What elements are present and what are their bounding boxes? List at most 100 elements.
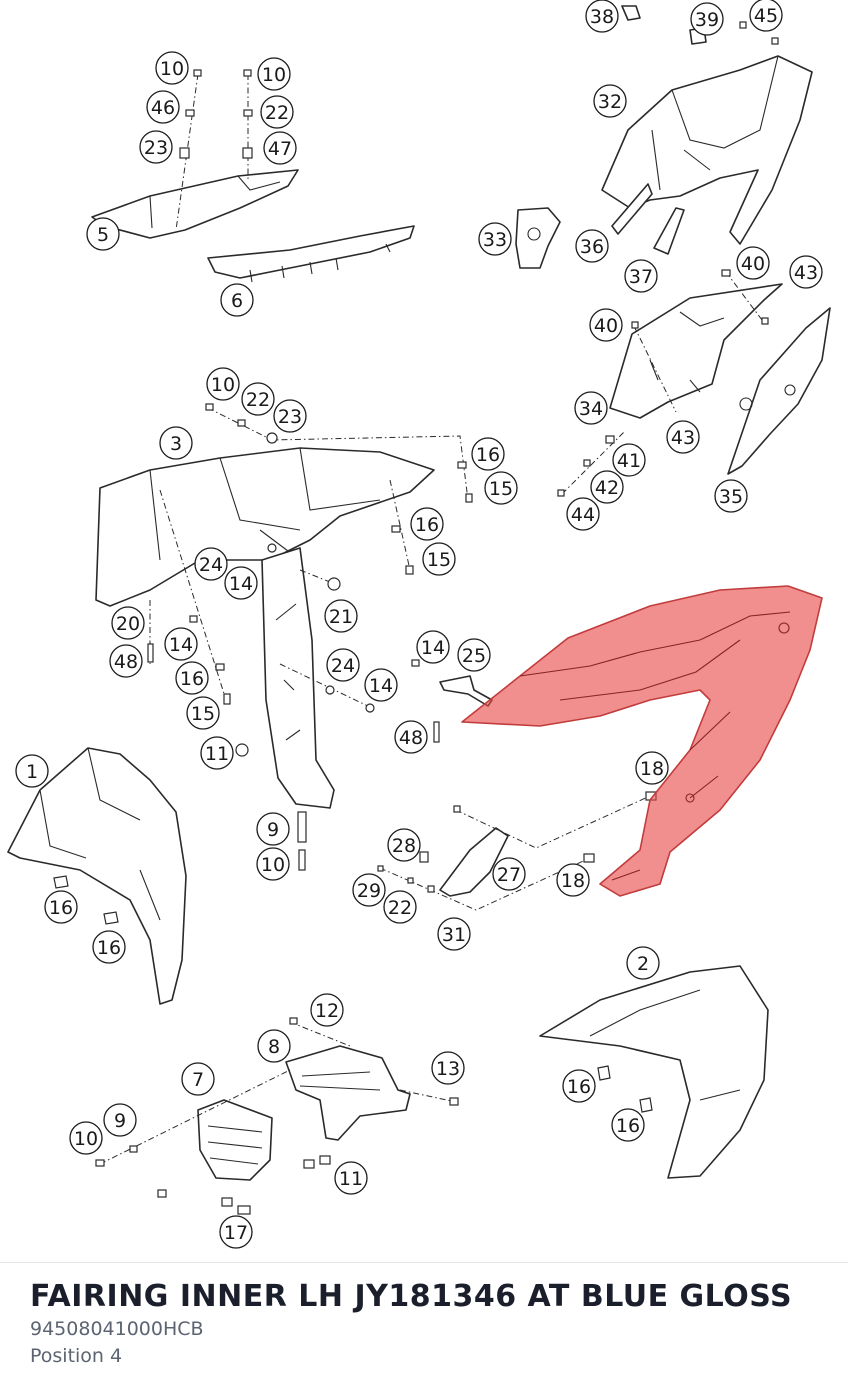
callout-16[interactable]: 16 [611,1108,645,1142]
part-37-strip[interactable] [653,207,685,255]
callout-label: 10 [261,854,285,876]
callout-14[interactable]: 14 [224,566,258,600]
part-32-tail[interactable] [601,55,813,245]
part-33-bracket[interactable] [515,207,561,269]
callout-label: 23 [144,137,168,159]
callout-circle [44,890,78,924]
callout-43[interactable]: 43 [789,255,823,289]
callout-22[interactable]: 22 [260,95,294,129]
part-8-bracket[interactable] [285,1045,411,1141]
callout-15[interactable]: 15 [186,696,220,730]
callout-32[interactable]: 32 [593,84,627,118]
callout-22[interactable]: 22 [241,382,275,416]
callout-40[interactable]: 40 [736,246,770,280]
callout-16[interactable]: 16 [562,1069,596,1103]
part-1-side-fairing[interactable] [7,747,187,1005]
callout-label: 8 [268,1036,280,1058]
callout-13[interactable]: 13 [431,1051,465,1085]
callout-33[interactable]: 33 [478,222,512,256]
callout-11[interactable]: 11 [334,1161,368,1195]
callout-27[interactable]: 27 [492,857,526,891]
callout-38[interactable]: 38 [585,0,619,33]
callout-16[interactable]: 16 [471,437,505,471]
callout-16[interactable]: 16 [92,930,126,964]
callout-3[interactable]: 3 [159,426,193,460]
callout-34[interactable]: 34 [574,391,608,425]
part-2-side-fairing[interactable] [539,965,769,1179]
callout-7[interactable]: 7 [181,1062,215,1096]
callout-18[interactable]: 18 [635,751,669,785]
callout-circle [789,255,823,289]
callout-16[interactable]: 16 [175,661,209,695]
part-7-grille[interactable] [197,1099,273,1181]
callout-circle [611,1108,645,1142]
callout-18[interactable]: 18 [556,863,590,897]
callout-12[interactable]: 12 [310,993,344,1027]
callout-35[interactable]: 35 [714,479,748,513]
part-3-upper-fairing[interactable] [95,447,435,607]
callout-2[interactable]: 2 [626,946,660,980]
callout-24[interactable]: 24 [326,648,360,682]
callout-label: 16 [49,897,73,919]
callout-41[interactable]: 41 [612,443,646,477]
part-25-bracket[interactable] [439,675,493,707]
callout-15[interactable]: 15 [484,471,518,505]
part-36-strip[interactable] [611,183,653,235]
callout-46[interactable]: 46 [146,90,180,124]
part-3-lower-fairing[interactable] [261,547,335,809]
callout-40[interactable]: 40 [589,308,623,342]
callout-39[interactable]: 39 [690,2,724,36]
callout-14[interactable]: 14 [416,630,450,664]
callout-10[interactable]: 10 [257,57,291,91]
callout-6[interactable]: 6 [220,283,254,317]
callout-14[interactable]: 14 [364,668,398,702]
callout-36[interactable]: 36 [575,229,609,263]
callout-28[interactable]: 28 [387,828,421,862]
callout-10[interactable]: 10 [256,847,290,881]
callout-9[interactable]: 9 [256,812,290,846]
callout-25[interactable]: 25 [457,638,491,672]
callout-24[interactable]: 24 [194,547,228,581]
callout-label: 16 [476,444,500,466]
callout-29[interactable]: 29 [352,873,386,907]
callout-45[interactable]: 45 [749,0,783,32]
callout-16[interactable]: 16 [410,507,444,541]
part-27-bracket[interactable] [439,827,509,897]
callout-10[interactable]: 10 [69,1121,103,1155]
callout-circle [220,283,254,317]
callout-22[interactable]: 22 [383,890,417,924]
callout-11[interactable]: 11 [200,736,234,770]
callout-21[interactable]: 21 [324,599,358,633]
callout-16[interactable]: 16 [44,890,78,924]
callout-circle [15,754,49,788]
part-4-fairing-inner-lh[interactable] [461,585,823,897]
callout-label: 24 [331,655,355,677]
callout-label: 46 [151,97,175,119]
callout-label: 9 [267,819,279,841]
callout-8[interactable]: 8 [257,1029,291,1063]
callout-48[interactable]: 48 [394,720,428,754]
callout-48[interactable]: 48 [109,644,143,678]
part-35-panel[interactable] [727,307,831,475]
callout-label: 10 [160,58,184,80]
callout-31[interactable]: 31 [437,917,471,951]
callout-1[interactable]: 1 [15,754,49,788]
callout-5[interactable]: 5 [86,217,120,251]
callout-44[interactable]: 44 [566,497,600,531]
callout-20[interactable]: 20 [111,606,145,640]
callout-9[interactable]: 9 [103,1103,137,1137]
part-6-trim[interactable] [207,225,415,283]
callout-10[interactable]: 10 [206,367,240,401]
callout-15[interactable]: 15 [422,542,456,576]
callout-23[interactable]: 23 [273,399,307,433]
callout-47[interactable]: 47 [263,131,297,165]
callout-42[interactable]: 42 [590,470,624,504]
part-5-trim[interactable] [91,169,299,239]
callout-14[interactable]: 14 [164,627,198,661]
callout-37[interactable]: 37 [624,259,658,293]
part-34-panel[interactable] [609,283,783,419]
callout-23[interactable]: 23 [139,130,173,164]
callout-43[interactable]: 43 [666,420,700,454]
callout-10[interactable]: 10 [155,51,189,85]
callout-17[interactable]: 17 [219,1215,253,1249]
